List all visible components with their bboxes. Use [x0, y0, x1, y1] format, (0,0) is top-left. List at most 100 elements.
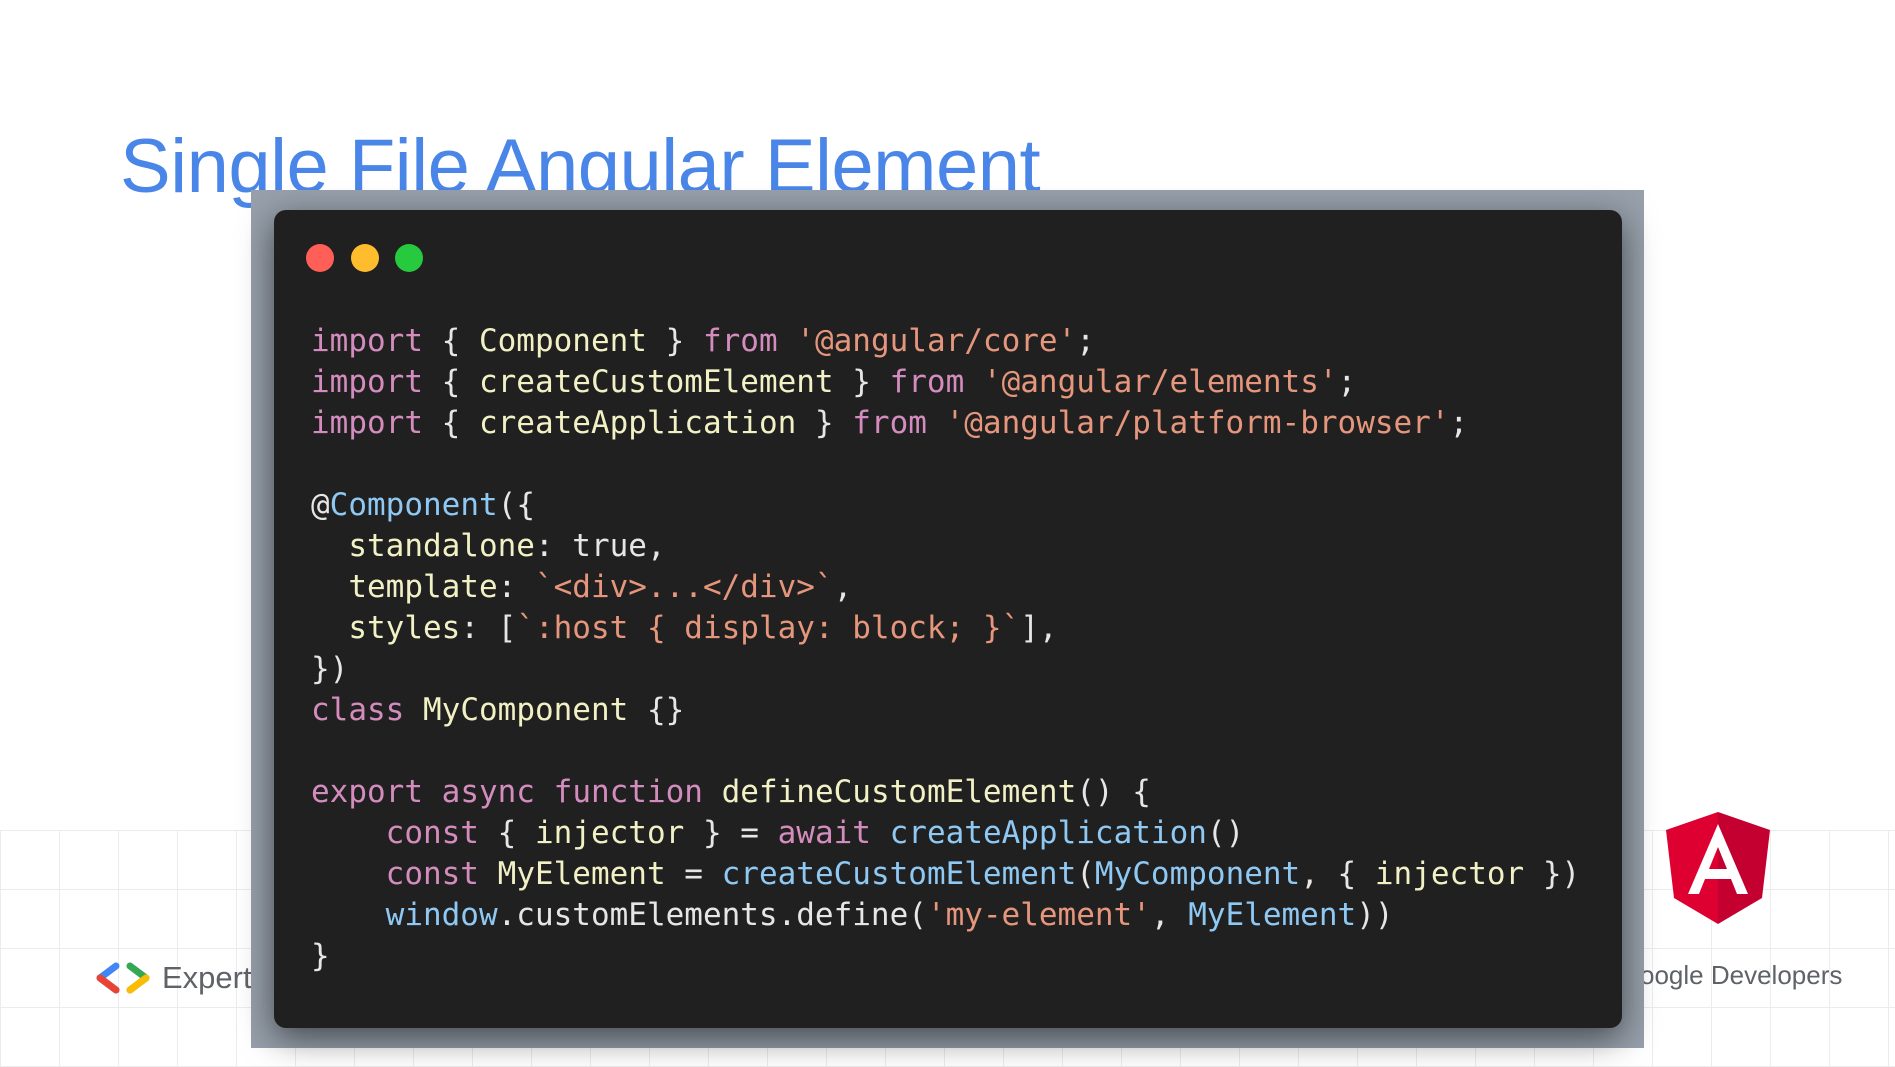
- code-token: [871, 815, 890, 851]
- code-token: Component: [329, 487, 498, 523]
- code-token: :: [497, 569, 535, 605]
- code-token: 'my-element': [926, 897, 1151, 933]
- code-token: const: [385, 815, 479, 851]
- code-line: class MyComponent {}: [311, 692, 684, 728]
- code-token: MyComponent: [423, 692, 629, 728]
- code-token: }: [311, 938, 330, 974]
- code-token: .customElements.define(: [497, 897, 927, 933]
- code-token: [964, 364, 983, 400]
- code-token: '@angular/core': [796, 323, 1077, 359]
- code-token: MyElement: [497, 856, 666, 892]
- code-token: function: [553, 774, 703, 810]
- code-token: ],: [1020, 610, 1058, 646]
- code-line: import { createApplication } from '@angu…: [311, 405, 1468, 441]
- code-token: ;: [1076, 323, 1095, 359]
- code-token: ,: [833, 569, 853, 605]
- code-token: : [: [460, 610, 517, 646]
- code-window: import { Component } from '@angular/core…: [274, 210, 1622, 1028]
- code-token: true: [572, 528, 647, 564]
- code-token: class: [311, 692, 405, 728]
- code-token: ;: [1449, 405, 1469, 441]
- minimize-window-button[interactable]: [351, 244, 379, 272]
- code-token: (): [1206, 815, 1245, 851]
- code-token: [311, 815, 386, 851]
- code-line: styles: [`:host { display: block; }`],: [311, 610, 1058, 646]
- code-token: Component: [478, 323, 647, 359]
- code-token: styles: [348, 610, 461, 646]
- code-line: export async function defineCustomElemen…: [311, 774, 1151, 810]
- code-token: {: [478, 815, 535, 851]
- code-token: createCustomElement: [478, 364, 834, 400]
- code-token: } =: [684, 815, 778, 851]
- angular-shield-icon: [1666, 812, 1770, 924]
- code-token: , {: [1300, 856, 1375, 892]
- code-token: [927, 405, 946, 441]
- code-token: }): [311, 651, 349, 687]
- code-token: template: [348, 569, 498, 605]
- code-token: }: [646, 323, 703, 359]
- code-line: @Component({: [311, 487, 535, 523]
- code-token: [423, 774, 442, 810]
- code-token: [311, 528, 348, 564]
- code-token: )): [1356, 897, 1394, 933]
- code-token: (: [1076, 856, 1095, 892]
- code-token: injector: [534, 815, 685, 851]
- code-token: }: [796, 405, 853, 441]
- code-token: [479, 856, 498, 892]
- code-token: from: [852, 405, 927, 441]
- code-line: const MyElement = createCustomElement(My…: [311, 856, 1581, 892]
- code-token: [778, 323, 797, 359]
- code-token: from: [889, 364, 965, 400]
- code-token: ,: [1150, 897, 1189, 933]
- code-token: const: [385, 856, 479, 892]
- code-token: [535, 774, 554, 810]
- code-token: window: [385, 897, 498, 933]
- code-line: template: `<div>...</div>`,: [311, 569, 852, 605]
- code-token: {: [422, 323, 479, 359]
- code-token: `<div>...</div>`: [534, 569, 834, 605]
- code-token: export: [311, 774, 423, 810]
- code-token: ,: [646, 528, 666, 564]
- code-token: import: [311, 364, 423, 400]
- code-line: window.customElements.define('my-element…: [311, 897, 1394, 933]
- code-token: from: [702, 323, 778, 359]
- code-token: createCustomElement: [721, 856, 1077, 892]
- code-token: {: [422, 405, 479, 441]
- code-token: injector: [1374, 856, 1525, 892]
- code-token: :: [534, 528, 573, 564]
- code-line: standalone: true,: [311, 528, 666, 564]
- code-token: =: [665, 856, 722, 892]
- code-token: standalone: [348, 528, 535, 564]
- code-token: `:host { display: block; }`: [516, 610, 1021, 646]
- code-line: }): [311, 651, 348, 687]
- code-token: [311, 569, 348, 605]
- code-line: }: [311, 938, 330, 974]
- footer-experts-label: Experts: [162, 960, 268, 995]
- close-window-button[interactable]: [306, 244, 334, 272]
- code-token: import: [311, 405, 423, 441]
- code-token: createApplication: [889, 815, 1207, 851]
- code-token: [311, 897, 386, 933]
- code-token: }: [833, 364, 890, 400]
- code-token: '@angular/elements': [982, 364, 1338, 400]
- code-token: MyComponent: [1094, 856, 1301, 892]
- code-line: import { Component } from '@angular/core…: [311, 323, 1095, 359]
- code-token: ({: [497, 487, 535, 523]
- code-line: import { createCustomElement } from '@an…: [311, 364, 1356, 400]
- code-token: [703, 774, 722, 810]
- code-token: createApplication: [478, 405, 797, 441]
- code-token: [311, 856, 386, 892]
- gde-chevrons-icon: [96, 962, 150, 994]
- code-token: [404, 692, 423, 728]
- code-token: import: [311, 323, 423, 359]
- code-token: {}: [628, 692, 685, 728]
- code-token: ;: [1337, 364, 1357, 400]
- code-token: () {: [1076, 774, 1151, 810]
- maximize-window-button[interactable]: [395, 244, 423, 272]
- code-token: {: [422, 364, 479, 400]
- code-token: await: [777, 815, 871, 851]
- footer-google-developers-label: oogle Developers: [1640, 960, 1843, 990]
- code-token: }): [1524, 856, 1581, 892]
- code-token: async: [441, 774, 535, 810]
- code-line: const { injector } = await createApplica…: [311, 815, 1245, 851]
